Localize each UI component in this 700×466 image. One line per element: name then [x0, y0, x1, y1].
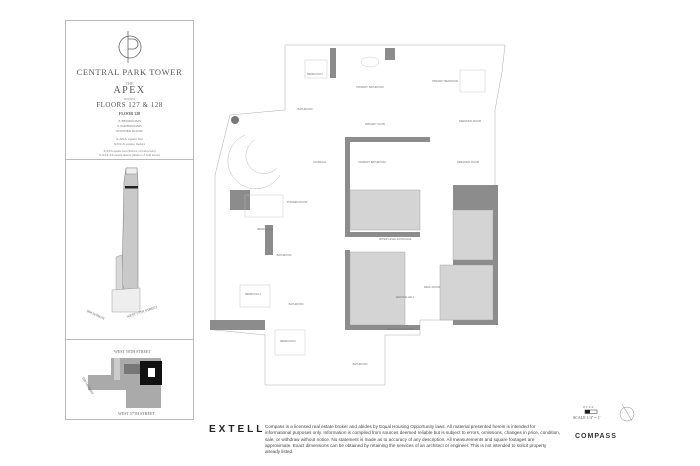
floors-title: FLOORS 127 & 128 — [96, 101, 163, 109]
powder-room: POWDER ROOM — [116, 129, 143, 133]
room-label: SERVICE ENTRANCE — [387, 327, 414, 331]
room-label: BEDROOM 3 — [257, 227, 273, 231]
scale-ticks: 0' 1' 2' 4' — [583, 405, 594, 409]
the-label: THE — [125, 81, 134, 86]
floor-area: X,XXX square feet XXX.X square meters — [66, 137, 193, 147]
room-labels: BEDROOM 2 PRIMARY BATHROOM PRIMARY BEDRO… — [245, 72, 481, 366]
room-label: PRIMARY SUITE — [365, 122, 385, 126]
room-label: BEDROOM 2 — [307, 72, 323, 76]
tower-illustration — [111, 167, 141, 313]
room-label: UPPER LEVEL ENTRANCE — [379, 237, 412, 241]
stair — [227, 116, 281, 190]
floor-level: FLOOR 128 — [118, 111, 141, 116]
site-map-panel: WEST 58TH STREET BROADWAY WEST 57TH STRE… — [65, 340, 194, 420]
room-label: BATHROOM — [289, 302, 304, 306]
room-label: PRIMARY BATHROOM — [356, 85, 383, 89]
bathrooms-count: X BATHROOMS — [117, 124, 142, 128]
plan-walls — [210, 48, 498, 330]
room-label: DRESSING ROOM — [457, 160, 479, 164]
disclaimer-text: Compass is a licensed real estate broker… — [265, 424, 561, 455]
room-label: BATHROOM — [353, 362, 368, 366]
west-58th-label: WEST 58TH STREET — [114, 349, 151, 354]
room-label: PRIMARY BEDROOM — [432, 79, 458, 83]
total-area: X,XXX square feet (Interior of both leve… — [66, 149, 193, 157]
plan-furniture — [239, 56, 486, 356]
building-name: CENTRAL PARK TOWER — [76, 67, 183, 77]
extell-logo: EXTELL — [209, 424, 266, 435]
west-57th-site-label: WEST 57TH STREET — [118, 411, 155, 416]
north-arrow-icon — [619, 403, 635, 422]
room-label: SERVICE HALL — [396, 295, 415, 299]
plan-outline — [214, 44, 506, 386]
room-label: BEDROOM 4 — [245, 292, 261, 296]
total-sqft: X,XXX square feet (Interior of both leve… — [103, 149, 156, 153]
residence-sub: DUPLEX — [123, 97, 136, 101]
total-sqm: X,XXX.XX square meters (Interior of both… — [99, 153, 160, 157]
elevator-banks — [349, 189, 494, 326]
room-label: BEDROOM 5 — [280, 339, 296, 343]
room-label: DRESSING ROOM — [459, 119, 481, 123]
room-label: BATHROOM — [277, 253, 292, 257]
compass-logo: COMPASS — [575, 433, 617, 440]
cp-logo — [118, 31, 142, 63]
area-sqm: XXX.X square meters — [113, 142, 146, 146]
room-label: BATHROOM — [298, 107, 313, 111]
residence-name: APEX — [113, 85, 146, 96]
room-label: MECH ROOM — [424, 285, 440, 289]
bedrooms-count: X BEDROOMS — [118, 119, 141, 123]
room-label: PRIMARY BATHROOM — [358, 160, 385, 164]
scale-label: SCALE 1/4" = 1' — [573, 415, 601, 420]
room-label: POWDER ROOM — [287, 200, 307, 204]
tower-panel: BROADWAY WEST 57TH STREET — [65, 160, 194, 340]
room-label: STAIRHALL — [313, 160, 327, 164]
area-sqft: X,XXX square feet — [115, 137, 144, 141]
scale-bar — [584, 409, 598, 414]
info-panel: CENTRAL PARK TOWER THE APEX DUPLEX FLOOR… — [65, 20, 194, 160]
room-counts: X BEDROOMS X BATHROOMS POWDER ROOM — [66, 119, 193, 134]
site-map — [88, 358, 162, 408]
